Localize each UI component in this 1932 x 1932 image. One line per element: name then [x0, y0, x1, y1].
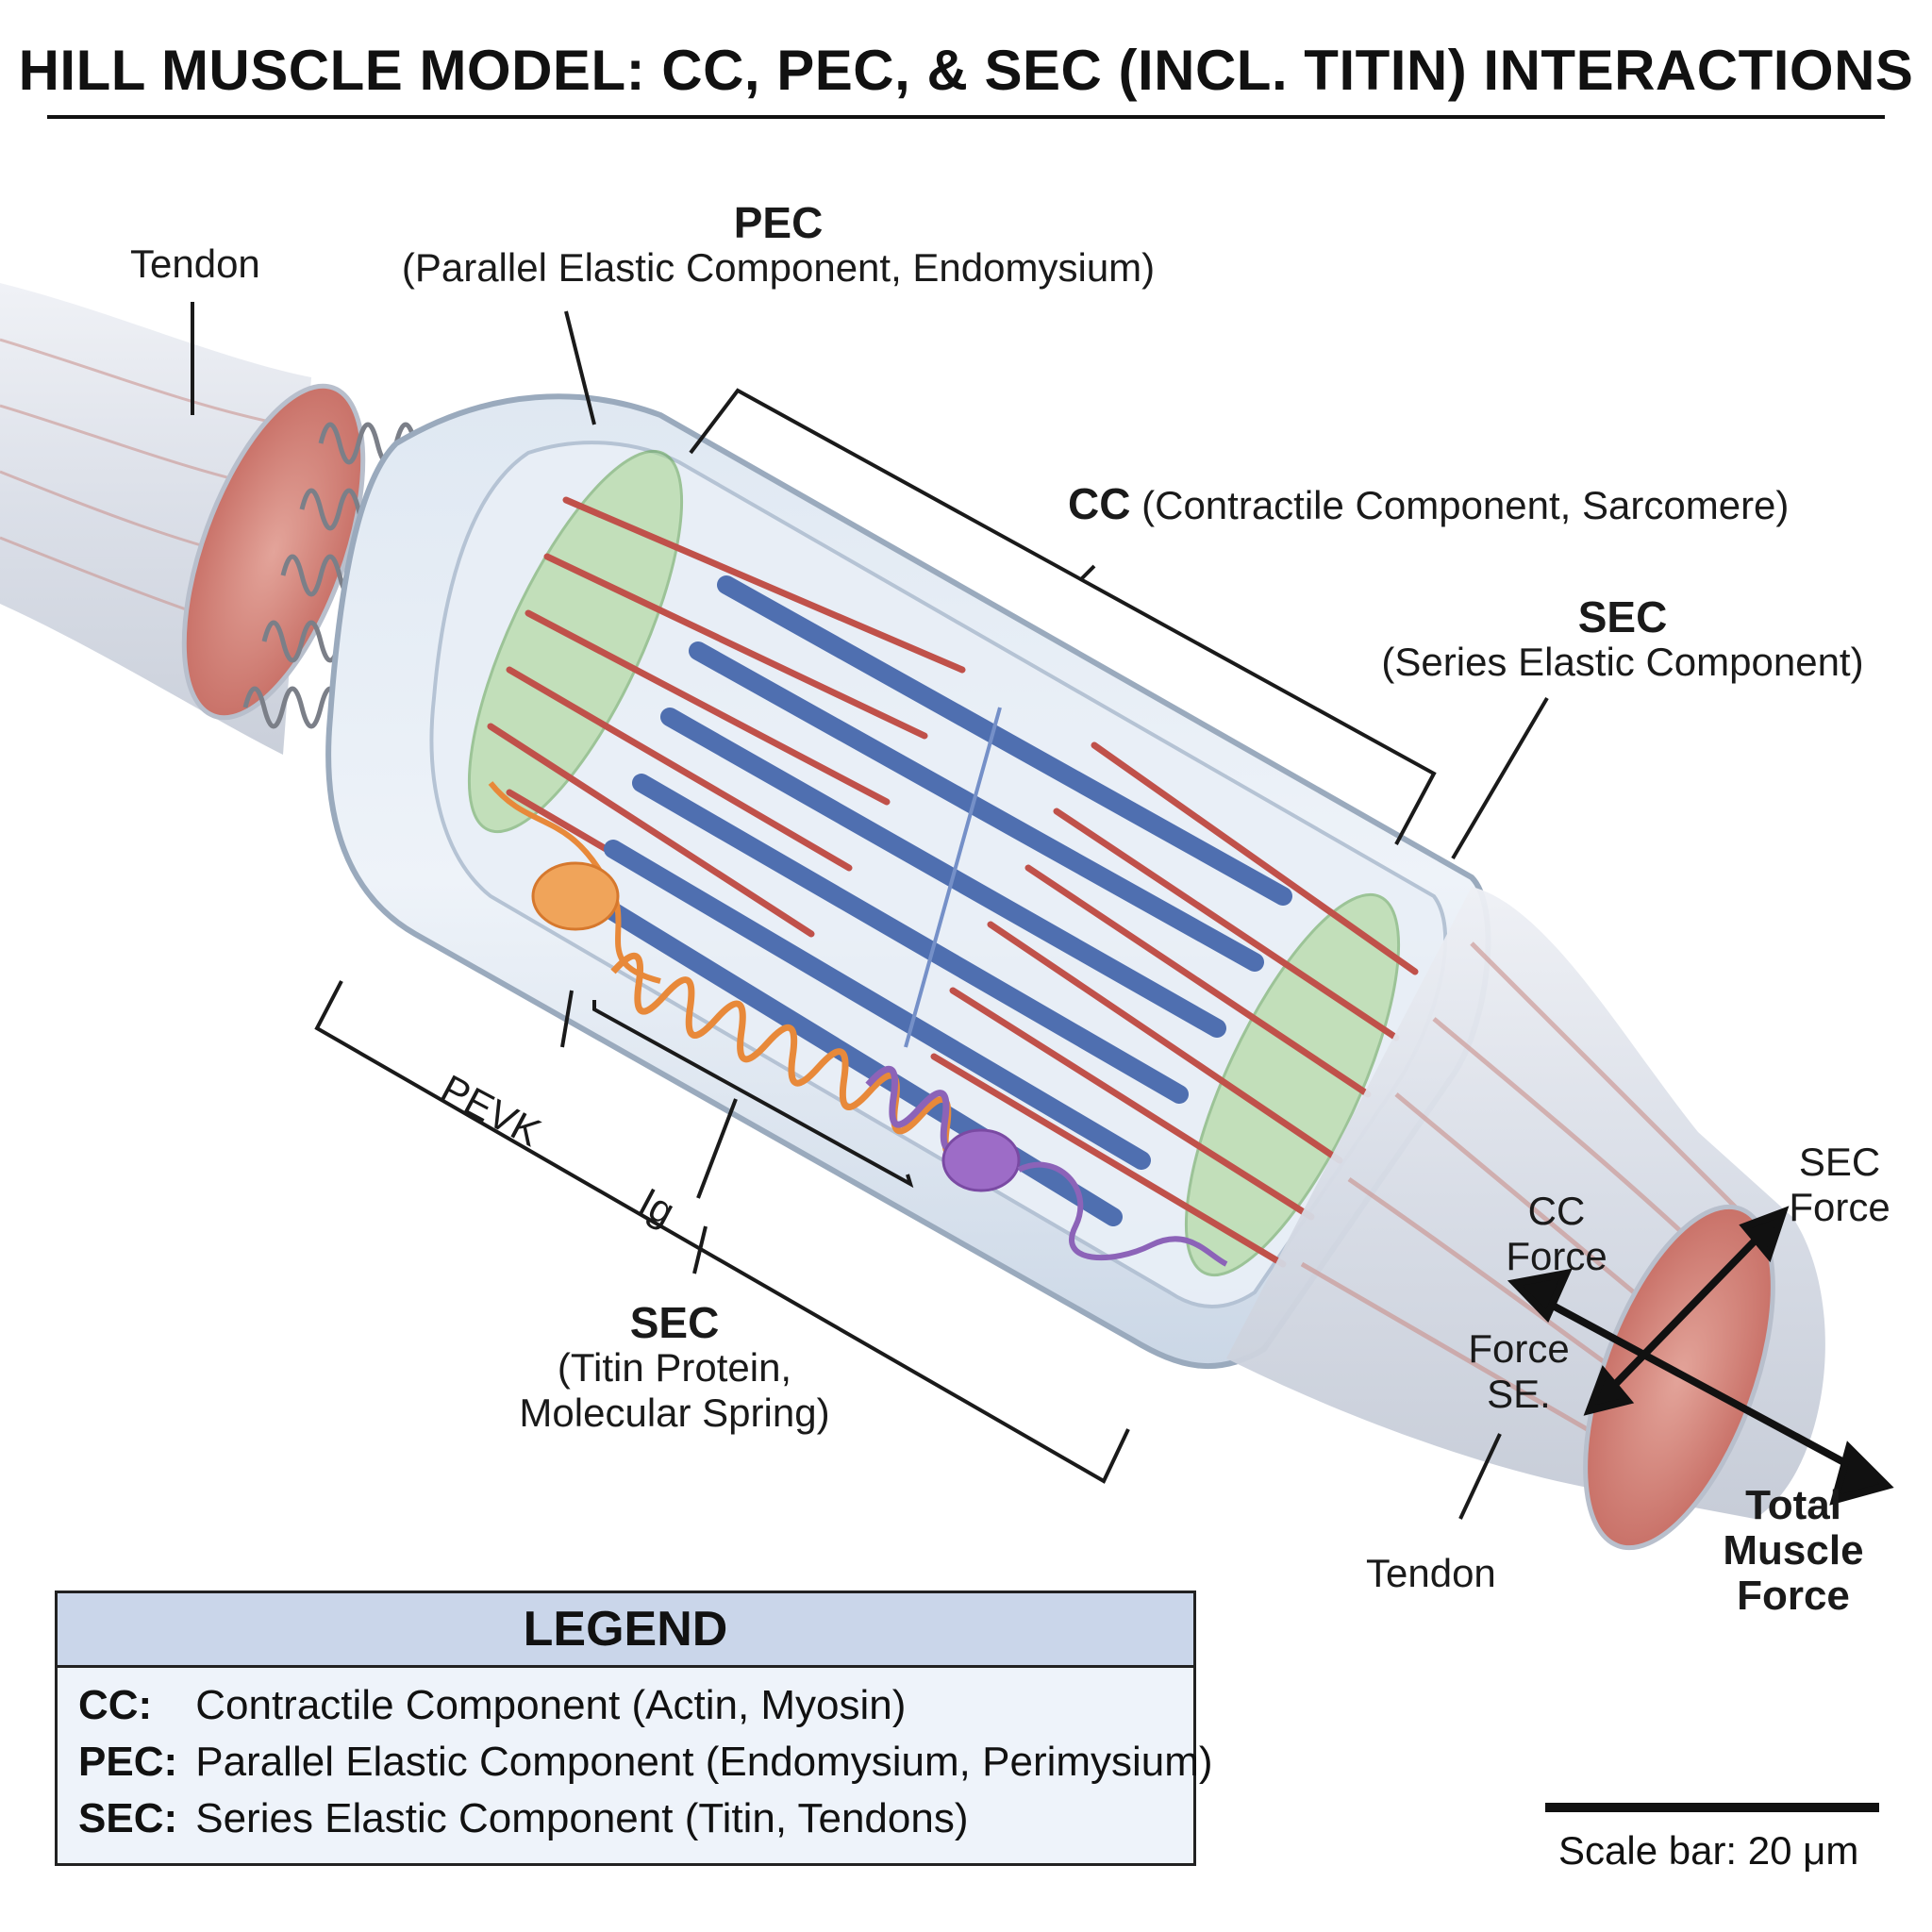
label-sec-force-line1: SEC — [1798, 1140, 1881, 1184]
label-sec-force-line2: Force — [1789, 1185, 1890, 1229]
titin-spring — [488, 781, 1228, 1267]
label-sec-top: SEC (Series Elastic Component) — [1377, 594, 1868, 685]
label-pec: PEC (Parallel Elastic Component, Endomys… — [387, 200, 1170, 291]
label-total-line2: Muscle — [1723, 1527, 1864, 1574]
z-disc-right — [1184, 892, 1401, 1277]
label-cc-force-line1: CC — [1527, 1189, 1586, 1233]
muscle-fiber — [325, 393, 1491, 1370]
leader-lines — [191, 302, 1549, 1520]
label-pec-desc: (Parallel Elastic Component, Endomysium) — [401, 245, 1156, 290]
label-force-se-line1: Force — [1468, 1326, 1570, 1371]
label-sec-titin-line2: Molecular Spring) — [519, 1391, 830, 1435]
label-sec-top-abbr: SEC — [1577, 592, 1668, 641]
label-sec-titin-line1: (Titin Protein, — [557, 1345, 792, 1390]
legend-key-sec: SEC: — [78, 1795, 178, 1841]
label-cc-desc: (Contractile Component, Sarcomere) — [1141, 483, 1790, 527]
legend-row-cc: CC: Contractile Component (Actin, Myosin… — [58, 1677, 1193, 1734]
label-force-se: Force SE. — [1453, 1326, 1585, 1417]
titin-ig-knot — [941, 1128, 1021, 1192]
left-tendon — [0, 283, 366, 755]
label-cc-force: CC Force — [1491, 1189, 1623, 1279]
scale-bar-label: Scale bar: 20 μm — [1558, 1828, 1859, 1873]
label-sec-titin-abbr: SEC — [629, 1298, 720, 1347]
cc-force-arrowhead — [1507, 1268, 1573, 1324]
label-total-line1: Total — [1745, 1482, 1841, 1528]
label-cc: CC (Contractile Component, Sarcomere) — [1068, 481, 1789, 528]
legend-key-cc: CC: — [78, 1682, 153, 1728]
label-sec-titin: SEC (Titin Protein, Molecular Spring) — [491, 1300, 858, 1436]
sec-force-arrowhead-up — [1739, 1206, 1790, 1263]
legend-row-sec: SEC: Series Elastic Component (Titin, Te… — [58, 1790, 1193, 1847]
actin-filaments — [487, 496, 1419, 1268]
force-arrows — [1507, 1206, 1894, 1506]
m-line — [904, 707, 1002, 1048]
legend-text-sec: Series Elastic Component (Titin, Tendons… — [195, 1795, 969, 1841]
label-cc-force-line2: Force — [1506, 1234, 1607, 1278]
legend-text-pec: Parallel Elastic Component (Endomysium, … — [195, 1739, 1213, 1785]
legend-box: LEGEND CC: Contractile Component (Actin,… — [55, 1591, 1213, 1866]
label-sec-top-desc: (Series Elastic Component) — [1381, 640, 1864, 684]
legend-key-pec: PEC: — [78, 1739, 178, 1785]
label-pec-abbr: PEC — [733, 198, 824, 247]
diagram-title: HILL MUSCLE MODEL: CC, PEC, & SEC (INCL.… — [18, 39, 1914, 102]
label-total-muscle-force: Total Muscle Force — [1713, 1483, 1874, 1619]
label-total-line3: Force — [1737, 1573, 1850, 1619]
label-sec-force: SEC Force — [1774, 1140, 1906, 1230]
label-cc-abbr: CC — [1068, 479, 1131, 528]
legend-rows: CC: Contractile Component (Actin, Myosin… — [58, 1668, 1213, 1847]
title-underline — [47, 115, 1885, 119]
label-force-se-line2: SE. — [1487, 1372, 1551, 1416]
label-tendon-left: Tendon — [130, 242, 260, 286]
legend-row-pec: PEC: Parallel Elastic Component (Endomys… — [58, 1734, 1213, 1790]
scale-bar — [1545, 1803, 1879, 1812]
legend-text-cc: Contractile Component (Actin, Myosin) — [195, 1682, 907, 1728]
titin-pevk-knot — [531, 861, 620, 931]
total-muscle-force-arrow — [1526, 1289, 1877, 1483]
legend-heading: LEGEND — [58, 1593, 1193, 1668]
total-force-arrowhead — [1829, 1441, 1894, 1506]
sec-force-arrow — [1601, 1224, 1772, 1399]
sec-force-arrowhead-down — [1583, 1365, 1635, 1416]
label-tendon-right: Tendon — [1366, 1551, 1496, 1595]
